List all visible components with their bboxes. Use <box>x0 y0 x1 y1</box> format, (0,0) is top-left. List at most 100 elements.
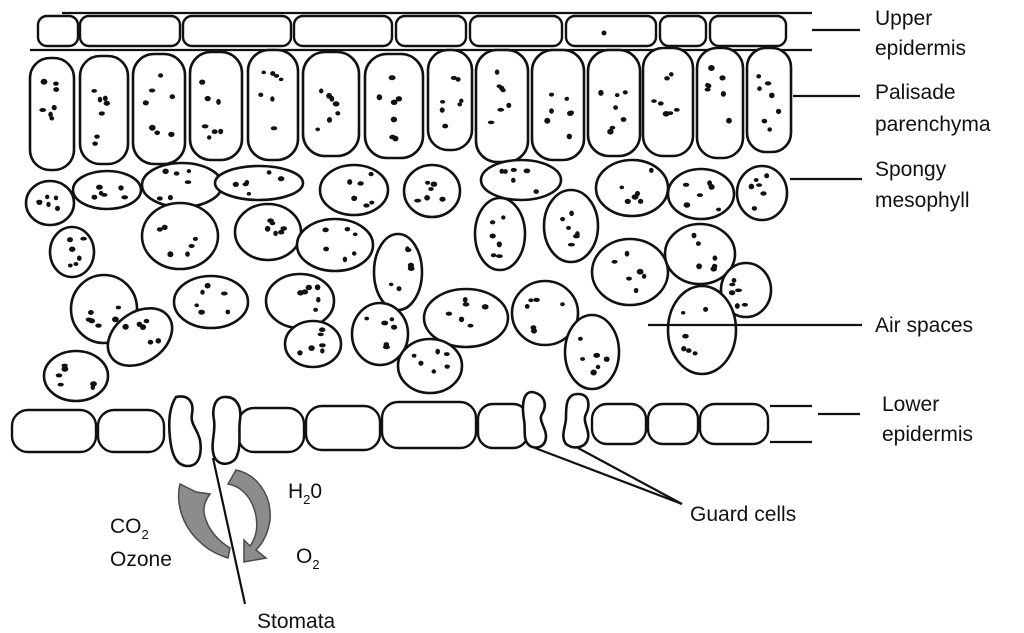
guard-cells-left <box>169 396 240 466</box>
chloroplast-dot <box>729 283 735 287</box>
chloroplast-dot <box>569 111 574 115</box>
chloroplast-dot <box>393 136 399 142</box>
chloroplast-dot <box>390 317 395 321</box>
chloroplast-dot <box>412 354 417 358</box>
chloroplast-dot <box>681 311 685 315</box>
chloroplast-dot <box>686 348 692 353</box>
chloroplast-dot <box>187 169 191 173</box>
chloroplast-dot <box>297 350 302 355</box>
chloroplast-dot <box>501 88 506 92</box>
chloroplast-dot <box>357 181 363 185</box>
label-ozone: Ozone <box>110 548 172 571</box>
guard-cells-right <box>523 392 588 448</box>
chloroplast-dot <box>682 334 689 339</box>
chloroplast-dot <box>418 361 423 366</box>
chloroplast-dot <box>769 93 775 99</box>
co2-base: CO <box>110 515 142 538</box>
chloroplast-dot <box>414 199 421 203</box>
chloroplast-dot <box>621 117 627 122</box>
chloroplast-dot <box>327 117 332 123</box>
h2o-post: 0 <box>310 480 322 503</box>
label-guard-cells: Guard cells <box>690 503 796 526</box>
label-palisade-line2: parenchyma <box>875 113 991 136</box>
chloroplast-dot <box>632 194 639 199</box>
chloroplast-dot <box>567 134 572 140</box>
chloroplast-dot <box>762 119 768 124</box>
chloroplast-dot <box>91 385 95 391</box>
chloroplast-dot <box>258 93 263 97</box>
chloroplast-dot <box>732 278 737 283</box>
chloroplast-dot <box>681 346 686 351</box>
chloroplast-dot <box>94 135 100 139</box>
chloroplast-dot <box>749 184 755 190</box>
chloroplast-dot <box>440 107 445 112</box>
chloroplast-dot <box>726 118 732 124</box>
chloroplast-dot <box>649 168 654 173</box>
chloroplast-dot <box>58 383 64 387</box>
chloroplast-dot <box>703 307 708 312</box>
label-lower-epidermis-line2: epidermis <box>882 423 973 446</box>
chloroplast-dot <box>765 81 771 85</box>
chloroplast-dot <box>428 187 433 191</box>
chloroplast-dot <box>544 118 550 124</box>
label-spongy-line1: Spongy <box>875 158 947 181</box>
chloroplast-dot <box>185 251 190 256</box>
chloroplast-dot <box>569 211 574 217</box>
chloroplast-dot <box>615 93 620 97</box>
chloroplast-dot <box>500 169 505 174</box>
chloroplast-dot <box>69 247 75 252</box>
gas-labels: CO2 Ozone H20 O2 <box>110 480 322 572</box>
chloroplast-dot <box>463 302 470 306</box>
chloroplast-dot <box>531 328 537 333</box>
chloroplast-dot <box>48 112 53 118</box>
label-stomata: Stomata <box>257 610 336 633</box>
chloroplast-dot <box>261 71 266 75</box>
chloroplast-dot <box>278 176 285 181</box>
chloroplast-dot <box>271 126 278 130</box>
chloroplast-dot <box>457 102 462 106</box>
chloroplast-dot <box>55 206 60 211</box>
chloroplast-dot <box>446 312 452 316</box>
spongy-mesophyll <box>26 160 787 401</box>
chloroplast-dot <box>445 365 450 369</box>
chloroplast-dot <box>713 255 718 260</box>
chloroplast-dot <box>95 324 101 328</box>
chloroplast-dot <box>143 100 149 105</box>
chloroplast-dot <box>707 180 712 186</box>
chloroplast-dot <box>604 357 610 362</box>
chloroplast-dot <box>233 182 239 187</box>
chloroplast-dot <box>316 297 320 303</box>
chloroplast-dot <box>693 351 698 355</box>
chloroplast-dot <box>533 298 540 302</box>
chloroplast-dot <box>330 96 335 102</box>
chloroplast-dot <box>46 202 50 207</box>
chloroplast-dot <box>664 76 670 80</box>
chloroplast-dot <box>96 185 103 190</box>
chloroplast-dot <box>706 84 712 89</box>
chloroplast-dot <box>212 129 218 134</box>
chloroplast-dot <box>306 285 312 290</box>
chloroplast-dot <box>442 124 448 129</box>
chloroplast-dot <box>495 69 500 74</box>
chloroplast-dot <box>162 225 168 230</box>
label-spongy-line2: mesophyll <box>875 189 970 212</box>
chloroplast-dot <box>578 337 583 341</box>
chloroplast-dot <box>534 189 539 194</box>
chloroplast-dot <box>389 283 394 287</box>
chloroplast-dot <box>199 80 205 85</box>
chloroplast-dot <box>488 121 495 125</box>
chloroplast-dot <box>463 297 468 303</box>
chloroplast-dot <box>432 369 437 373</box>
chloroplast-dot <box>663 111 670 117</box>
chloroplast-dot <box>610 126 616 130</box>
chloroplast-dot <box>364 317 369 321</box>
chloroplast-dot <box>439 197 445 202</box>
chloroplast-dot <box>598 90 603 96</box>
chloroplast-dot <box>148 340 154 345</box>
chloroplast-dot <box>638 199 643 204</box>
chloroplast-dot <box>767 127 772 131</box>
label-upper-epidermis-line2: epidermis <box>875 37 966 60</box>
chloroplast-dot <box>170 94 176 99</box>
chloroplast-dot <box>162 169 168 175</box>
